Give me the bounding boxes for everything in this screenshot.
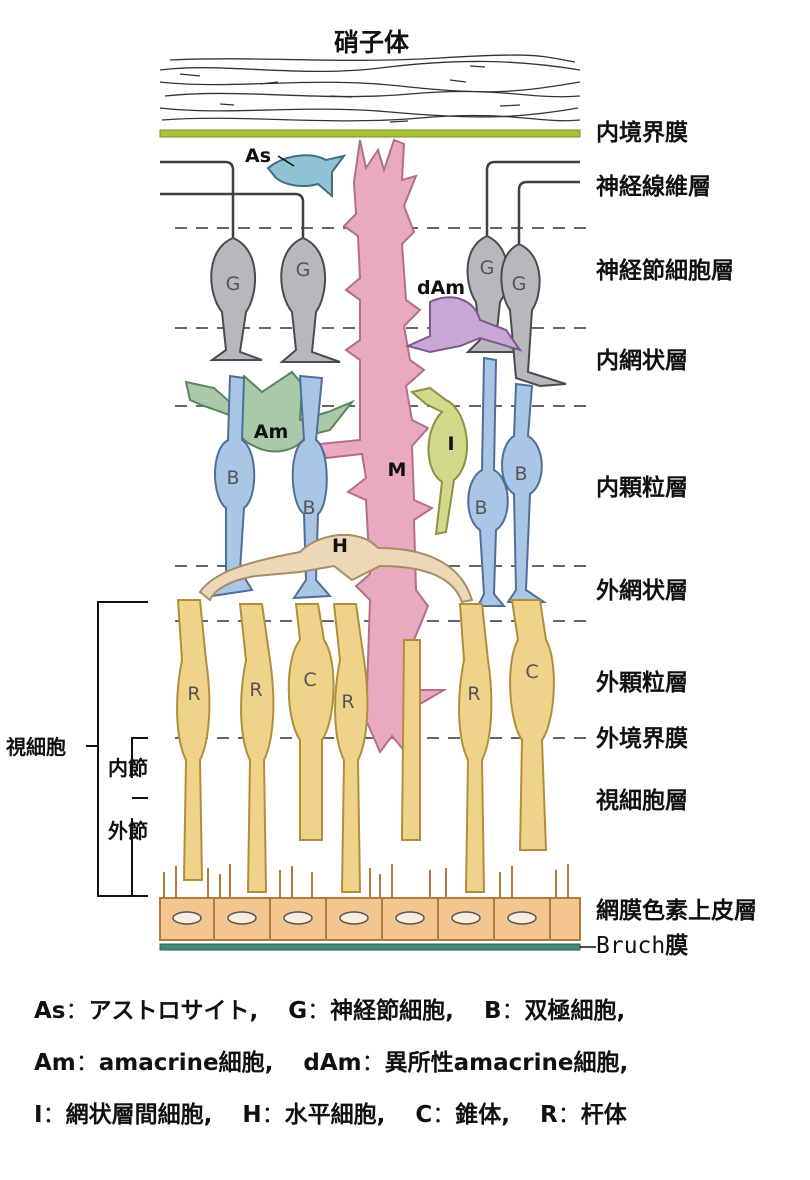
label-r-2: R — [249, 679, 262, 701]
caption-line-1: As：アストロサイト, G：神経節細胞, B：双極細胞, — [34, 1000, 625, 1023]
vitreous-fibers — [159, 54, 581, 123]
label-r-3: R — [341, 691, 354, 713]
label-c-2: C — [525, 661, 538, 683]
layer-label-inl: 内顆粒層 — [596, 475, 688, 501]
cap-abbr-dam: dAm — [303, 1050, 362, 1076]
cap-abbr-h: H — [242, 1102, 262, 1128]
label-i: I — [447, 433, 454, 455]
left-label-inner-segment: 内節 — [108, 756, 148, 780]
cap-sep: ： — [65, 998, 89, 1024]
horizontal-cell — [198, 534, 474, 604]
layer-label-gcl: 神経節細胞層 — [596, 258, 734, 284]
label-g-3: G — [480, 257, 495, 279]
cap-abbr-c: C — [415, 1102, 433, 1128]
cap-abbr-b: B — [483, 998, 502, 1024]
layer-label-nfl: 神経線維層 — [596, 174, 711, 200]
label-g-1: G — [226, 273, 241, 295]
layer-label-ilm: 内境界膜 — [596, 120, 688, 146]
bruch-membrane — [159, 943, 581, 951]
cap-abbr-i: I — [34, 1102, 43, 1128]
cap-desc-am: amacrine細胞, — [98, 1050, 274, 1076]
caption-line-3: I：網状層間細胞, H：水平細胞, C：錐体, R：杆体 — [34, 1104, 627, 1127]
cap-desc-c: 錐体, — [455, 1102, 511, 1128]
cap-sep: ： — [432, 1102, 456, 1128]
cap-desc-dam: 異所性amacrine細胞, — [384, 1050, 629, 1076]
left-label-photoreceptor-cell: 視細胞 — [6, 735, 66, 759]
cap-sep: ： — [361, 1050, 385, 1076]
cap-sep: ： — [42, 1102, 66, 1128]
as-leader — [277, 155, 295, 167]
cap-abbr-g: G — [288, 998, 308, 1024]
rpe-layer — [159, 864, 581, 941]
nerve-fiber-axons — [160, 160, 580, 245]
bruch-word: Bruch — [596, 933, 666, 959]
label-r-4: R — [467, 683, 480, 705]
bipolar-cells — [209, 356, 548, 607]
cap-sep: ： — [75, 1050, 99, 1076]
layer-label-ipl: 内網状層 — [596, 348, 688, 374]
muller-cell — [318, 138, 448, 754]
cap-desc-g: 神経節細胞, — [330, 998, 454, 1024]
ganglion-cells — [208, 234, 567, 388]
cap-abbr-am: Am — [34, 1050, 76, 1076]
layer-label-rpe: 網膜色素上皮層 — [596, 898, 757, 924]
diagram-title: 硝子体 — [334, 28, 410, 57]
label-dam: dAm — [417, 277, 465, 299]
cap-abbr-as: As — [34, 998, 66, 1024]
layer-label-bruch: Bruch膜 — [596, 935, 688, 958]
displaced-amacrine-cell — [405, 296, 523, 354]
label-g-4: G — [512, 273, 527, 295]
cap-sep: ： — [501, 998, 525, 1024]
left-label-outer-segment: 外節 — [108, 819, 148, 843]
label-h: H — [332, 535, 348, 557]
cap-desc-h: 水平細胞, — [284, 1102, 386, 1128]
label-c-1: C — [303, 669, 316, 691]
layer-label-olm: 外境界膜 — [596, 726, 688, 752]
cap-sep: ： — [307, 998, 331, 1024]
bruch-suffix: 膜 — [665, 933, 689, 959]
label-r-1: R — [187, 683, 200, 705]
layer-label-opl: 外網状層 — [596, 578, 688, 604]
photoreceptor-cells — [176, 599, 555, 893]
label-b-1: B — [226, 467, 239, 489]
layer-label-onl: 外顆粒層 — [596, 670, 688, 696]
label-as: As — [245, 145, 271, 167]
cap-abbr-r: R — [540, 1102, 558, 1128]
label-g-2: G — [296, 259, 311, 281]
label-b-2: B — [302, 497, 315, 519]
astrocyte-cell — [266, 154, 347, 199]
cap-sep: ： — [557, 1102, 581, 1128]
layer-label-photoreceptor: 視細胞層 — [596, 788, 688, 814]
left-brackets — [86, 601, 148, 897]
caption-line-2: Am：amacrine細胞, dAm：異所性amacrine細胞, — [34, 1052, 628, 1075]
label-b-4: B — [514, 463, 527, 485]
cap-sep: ： — [261, 1102, 285, 1128]
inner-limiting-membrane — [159, 129, 581, 138]
label-m: M — [388, 459, 407, 481]
interplexiform-cell — [409, 386, 468, 536]
cap-desc-b: 双極細胞, — [524, 998, 626, 1024]
cap-desc-as: アストロサイト, — [88, 998, 259, 1024]
label-am: Am — [254, 421, 289, 443]
label-b-3: B — [474, 497, 487, 519]
cap-desc-r: 杆体 — [580, 1102, 627, 1128]
cap-desc-i: 網状層間細胞, — [65, 1102, 213, 1128]
